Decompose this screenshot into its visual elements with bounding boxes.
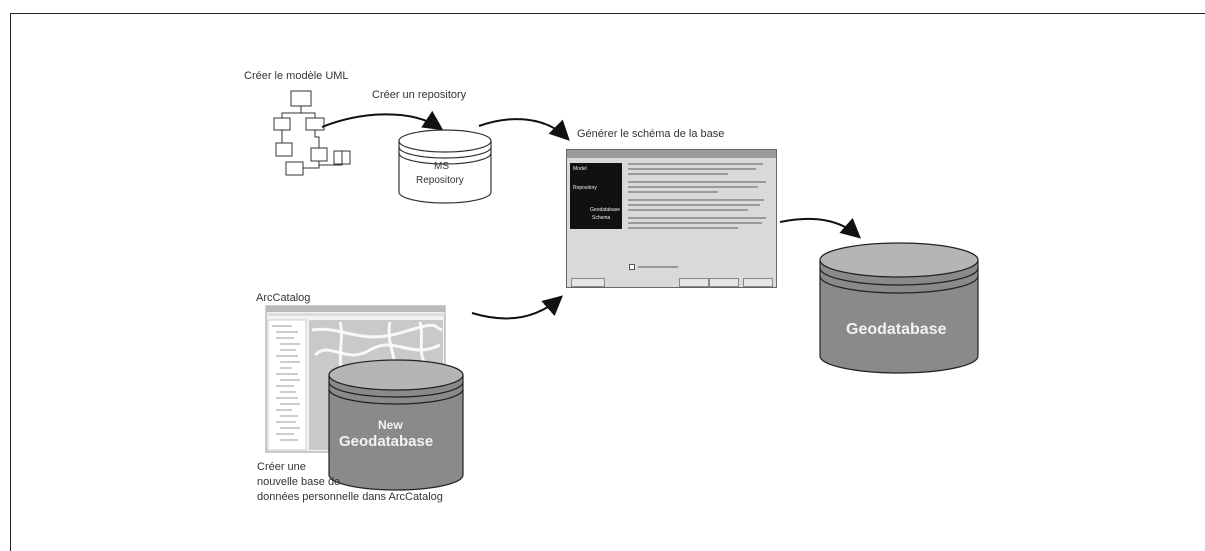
ms-repository-cylinder <box>398 129 492 204</box>
label-arccatalog: ArcCatalog <box>256 292 311 304</box>
label-creer-repository: Créer un repository <box>372 89 467 101</box>
dialog-side-label: Schema <box>592 215 611 221</box>
geodatabase-cylinder <box>819 242 979 374</box>
repository-label-line2: Repository <box>416 175 464 186</box>
dialog-side-graphic: Model Repository Geodatabase Schema <box>570 163 622 229</box>
arrow-dialog-to-geodatabase <box>779 217 861 239</box>
dialog-title-bar <box>567 150 776 158</box>
label-creer-nouvelle-base: Créer une nouvelle base de données perso… <box>257 461 443 503</box>
schema-wizard-dialog: Model Repository Geodatabase Schema <box>566 149 777 288</box>
new-geodatabase-label-line1: New <box>378 418 403 432</box>
dialog-checkbox[interactable] <box>629 264 679 270</box>
dialog-help-button[interactable] <box>571 278 605 287</box>
label-creer-modele-uml: Créer le modèle UML <box>244 70 349 82</box>
diagram-frame <box>10 13 1205 551</box>
dialog-next-button[interactable] <box>709 278 739 287</box>
new-geodatabase-label-line2: Geodatabase <box>339 433 434 450</box>
dialog-side-label: Model <box>573 166 587 172</box>
label-generer-schema: Générer le schéma de la base <box>577 128 725 140</box>
repository-label-line1: MS <box>434 161 449 172</box>
arrow-uml-to-repository <box>321 110 444 131</box>
dialog-text-block <box>628 163 770 232</box>
geodatabase-label: Geodatabase <box>846 321 947 338</box>
new-geodatabase-cylinder <box>328 359 464 491</box>
arrow-repository-to-dialog <box>478 118 570 141</box>
dialog-side-label: Repository <box>573 185 597 191</box>
uml-tree-icon <box>273 90 351 176</box>
arrow-arccatalog-to-dialog <box>471 295 564 320</box>
dialog-back-button[interactable] <box>679 278 709 287</box>
dialog-side-label: Geodatabase <box>590 207 621 213</box>
dialog-cancel-button[interactable] <box>743 278 773 287</box>
